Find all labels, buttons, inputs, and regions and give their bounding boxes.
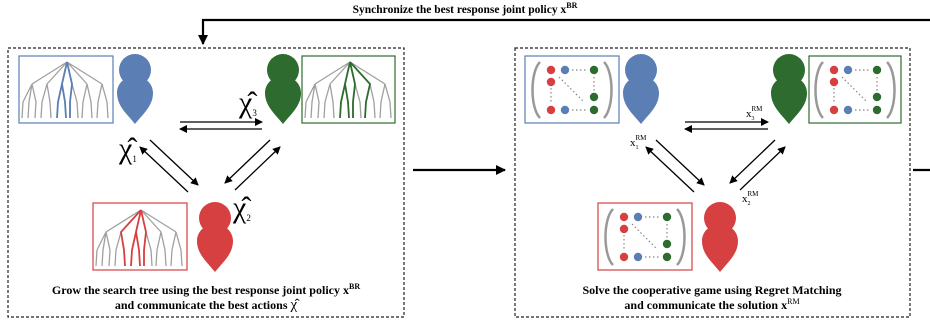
label-chi-1: χ̂1: [118, 132, 137, 165]
label-x-rm-2: x2RM: [742, 190, 759, 207]
label-chi-2: χ̂2: [232, 191, 251, 224]
blue-strategy-matrix: [524, 55, 620, 124]
label-x-rm-3: x3RM: [746, 105, 763, 122]
agent-2-red: [197, 202, 233, 272]
green-search-tree: [301, 55, 396, 124]
red-strategy-matrix: [597, 202, 693, 271]
agent-1-blue-rm: [623, 54, 659, 124]
green-strategy-matrix: [808, 55, 902, 124]
right-caption-line2: and communicate the solution xRM: [624, 297, 799, 312]
left-exchange-arrows: [139, 118, 281, 193]
right-panel-frame: [514, 47, 911, 318]
agent-3-green-rm: [771, 54, 807, 124]
agent-3-green: [265, 54, 301, 124]
agent-1-blue: [117, 54, 153, 124]
left-caption-line1: Grow the search tree using the best resp…: [52, 282, 360, 297]
agent-2-red-rm: [702, 202, 738, 272]
label-x-rm-1: x1RM: [630, 134, 647, 151]
sync-feedback-arrow: [198, 18, 930, 45]
right-caption-line1: Solve the cooperative game using Regret …: [582, 283, 841, 297]
right-exchange-arrows: [645, 118, 786, 193]
label-chi-3: χ̂3: [238, 86, 257, 119]
left-panel-frame: [7, 47, 405, 318]
red-search-tree: [92, 202, 188, 271]
sync-label: Synchronize the best response joint poli…: [353, 1, 578, 16]
blue-search-tree: [18, 55, 114, 124]
